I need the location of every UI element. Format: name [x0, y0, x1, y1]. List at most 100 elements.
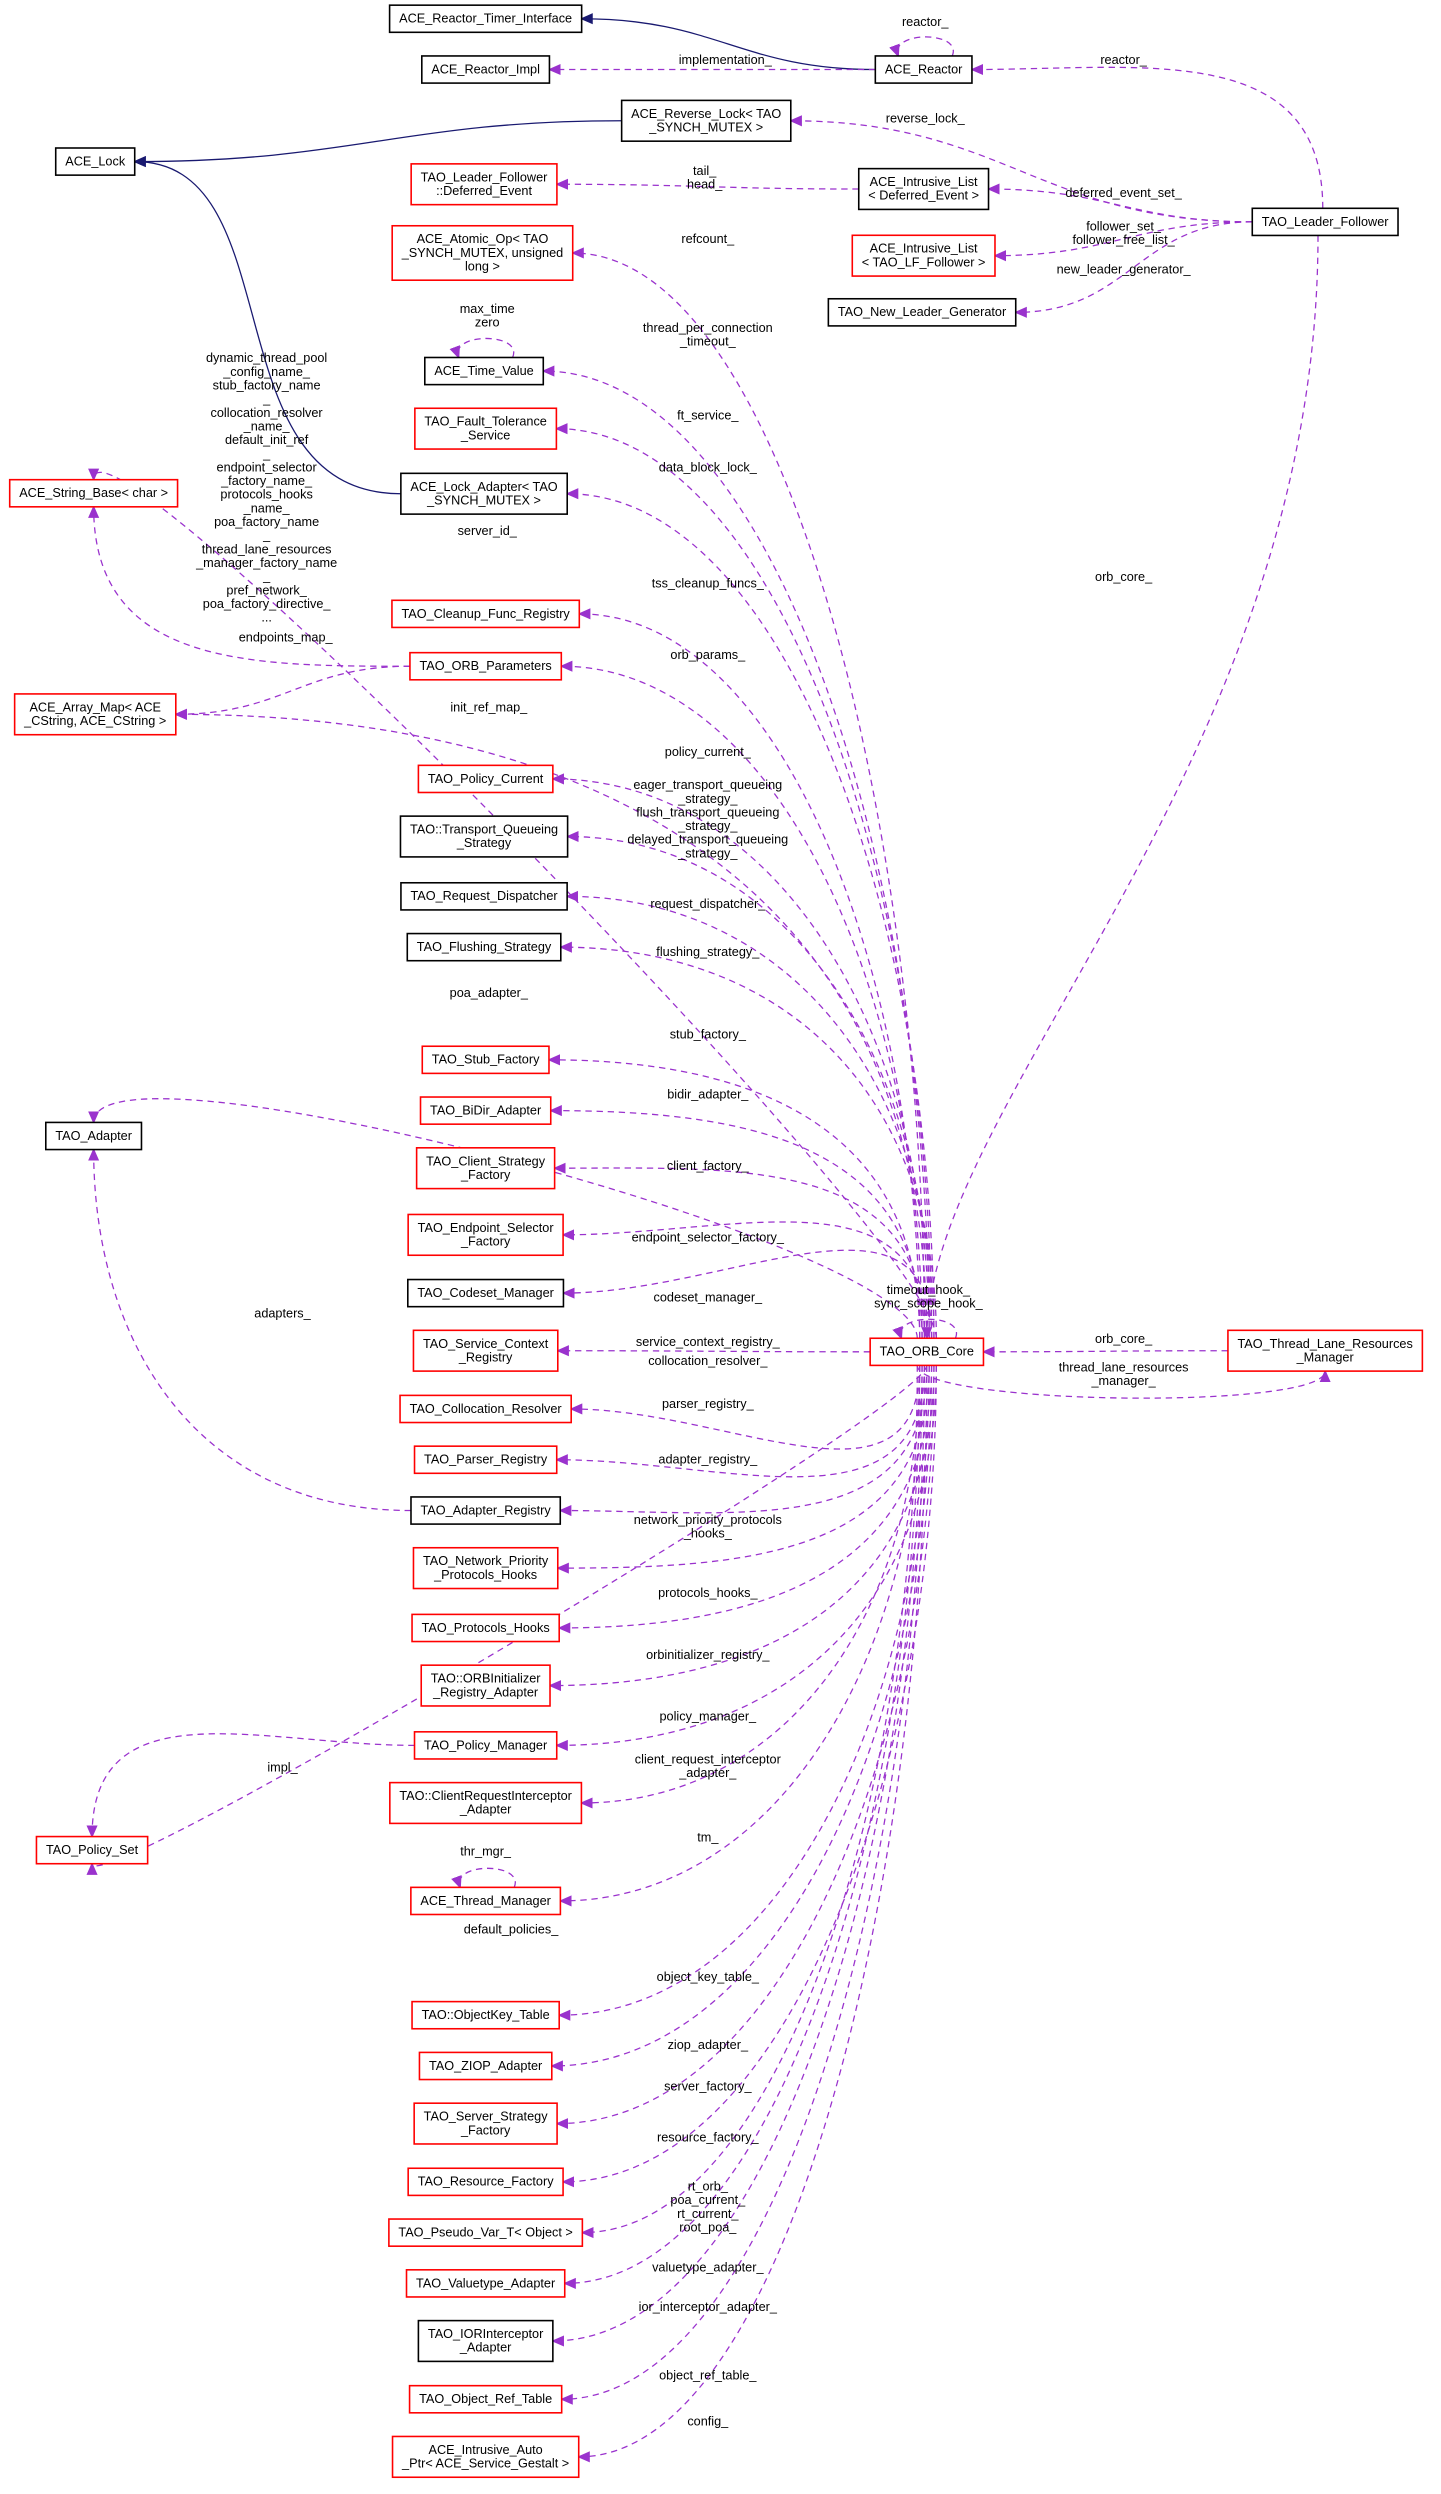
- class-name-line: TAO_Network_Priority: [423, 1554, 549, 1568]
- class-node-resourceFactory[interactable]: TAO_Resource_Factory: [407, 2167, 564, 2197]
- class-node-stringBase[interactable]: ACE_String_Base< char >: [8, 478, 179, 508]
- class-name-line: _Strategy: [456, 836, 512, 850]
- class-node-intrusiveAuto[interactable]: ACE_Intrusive_Auto_Ptr< ACE_Service_Gest…: [391, 2435, 580, 2479]
- class-node-endpointSel[interactable]: TAO_Endpoint_Selector_Factory: [407, 1213, 564, 1257]
- edge-label: _name_: [243, 501, 291, 515]
- class-node-flushing[interactable]: TAO_Flushing_Strategy: [406, 932, 562, 962]
- class-name-line: ACE_Intrusive_List: [870, 175, 978, 189]
- class-node-orbCore[interactable]: TAO_ORB_Core: [869, 1337, 985, 1367]
- edge-label: protocols_hooks: [220, 488, 312, 502]
- edge-label: thread_per_connection: [643, 321, 773, 335]
- class-node-reactorImpl[interactable]: ACE_Reactor_Impl: [421, 55, 551, 84]
- edge-label: _strategy_: [677, 819, 738, 833]
- class-node-clientStrat[interactable]: TAO_Client_Strategy_Factory: [415, 1147, 556, 1190]
- class-node-stubFactory[interactable]: TAO_Stub_Factory: [421, 1045, 550, 1075]
- class-node-deferredEvent[interactable]: TAO_Leader_Follower::Deferred_Event: [410, 163, 558, 206]
- edge-label: tm_: [697, 1830, 719, 1844]
- class-node-serviceCtx[interactable]: TAO_Service_Context_Registry: [412, 1329, 559, 1372]
- edge-label: head_: [687, 178, 723, 192]
- class-name-line: ACE_Reactor: [885, 62, 963, 76]
- edge-label: thread_lane_resources: [202, 542, 332, 556]
- edge-label: _name_: [243, 419, 291, 433]
- class-node-reverseLock[interactable]: ACE_Reverse_Lock< TAO_SYNCH_MUTEX >: [620, 99, 792, 142]
- class-name-line: _SYNCH_MUTEX >: [426, 493, 541, 507]
- class-node-bidir[interactable]: TAO_BiDir_Adapter: [419, 1096, 552, 1125]
- class-name-line: ACE_Thread_Manager: [420, 1894, 551, 1908]
- class-name-line: TAO_Client_Strategy: [426, 1154, 546, 1168]
- class-node-reactor[interactable]: ACE_Reactor: [874, 55, 973, 84]
- class-node-policySet[interactable]: TAO_Policy_Set: [35, 1835, 149, 1865]
- class-node-protocolsHooks[interactable]: TAO_Protocols_Hooks: [411, 1613, 560, 1643]
- class-node-taoAdapter[interactable]: TAO_Adapter: [44, 1121, 143, 1151]
- class-node-timerIf[interactable]: ACE_Reactor_Timer_Interface: [388, 4, 583, 34]
- edge-label: endpoints_map_: [239, 631, 334, 645]
- class-name-line: TAO_ORB_Core: [880, 1345, 974, 1359]
- class-node-newLeaderGen[interactable]: TAO_New_Leader_Generator: [827, 297, 1017, 327]
- class-node-networkPrio[interactable]: TAO_Network_Priority_Protocols_Hooks: [412, 1546, 559, 1590]
- class-node-valuetype[interactable]: TAO_Valuetype_Adapter: [405, 2269, 566, 2298]
- edge-label: _: [262, 392, 271, 406]
- class-box: [35, 1835, 149, 1865]
- class-name-line: TAO::ORBInitializer: [431, 1672, 542, 1686]
- class-node-aceLock[interactable]: ACE_Lock: [54, 147, 136, 176]
- class-node-tlrm[interactable]: TAO_Thread_Lane_Resources_Manager: [1227, 1329, 1424, 1372]
- class-name-line: TAO_Policy_Current: [428, 772, 544, 786]
- edge-label: root_poa_: [679, 2220, 737, 2234]
- member-edge-orbCore-to-requestDisp: [565, 890, 935, 1339]
- edge-label: rt_current_: [677, 2207, 739, 2221]
- member-edge-tlrm-to-orbCore: [981, 1346, 1228, 1358]
- class-node-ziop[interactable]: TAO_ZIOP_Adapter: [418, 2051, 553, 2081]
- edge-label: poa_factory_directive_: [203, 597, 332, 611]
- class-box: [411, 1613, 560, 1643]
- class-name-line: TAO_Service_Context: [423, 1337, 549, 1351]
- member-edge-orbCore-to-pseudoVar: [580, 1365, 918, 2239]
- member-edge-orbCore-to-flushing: [559, 941, 937, 1339]
- class-node-collocation[interactable]: TAO_Collocation_Resolver: [399, 1394, 572, 1424]
- class-node-adapterReg[interactable]: TAO_Adapter_Registry: [410, 1496, 562, 1525]
- class-node-faultTol[interactable]: TAO_Fault_Tolerance_Service: [414, 407, 558, 450]
- class-node-serverStrat[interactable]: TAO_Server_Strategy_Factory: [413, 2102, 558, 2145]
- edge-label: tail_: [693, 164, 717, 178]
- class-node-clientReqInt[interactable]: TAO::ClientRequestInterceptor_Adapter: [389, 1781, 583, 1825]
- class-box: [410, 1886, 562, 1916]
- edge-label: delayed_transport_queueing: [627, 833, 788, 847]
- class-node-objectRefTable[interactable]: TAO_Object_Ref_Table: [408, 2384, 563, 2414]
- class-node-arrayMap[interactable]: ACE_Array_Map< ACE_CString, ACE_CString …: [13, 693, 177, 736]
- edge-label: new_leader_generator_: [1057, 262, 1192, 276]
- class-node-objectKey[interactable]: TAO::ObjectKey_Table: [411, 2000, 560, 2030]
- class-node-timeValue[interactable]: ACE_Time_Value: [424, 356, 545, 386]
- class-node-transportQ[interactable]: TAO::Transport_Queueing_Strategy: [399, 815, 569, 858]
- member-edge-orbCore-to-clientStrat: [553, 1162, 926, 1339]
- class-node-threadMgr[interactable]: ACE_Thread_Manager: [410, 1886, 562, 1916]
- edge-label: resource_factory_: [657, 2130, 759, 2144]
- class-box: [410, 1496, 562, 1525]
- class-node-atomicOp[interactable]: ACE_Atomic_Op< TAO_SYNCH_MUTEX, unsigned…: [391, 224, 574, 281]
- class-node-parser[interactable]: TAO_Parser_Registry: [413, 1445, 558, 1475]
- class-node-intrusiveDeferred[interactable]: ACE_Intrusive_List< Deferred_Event >: [857, 167, 990, 211]
- class-node-iorInt[interactable]: TAO_IORInterceptor_Adapter: [417, 2319, 554, 2363]
- class-name-line: TAO_Valuetype_Adapter: [416, 2276, 556, 2290]
- class-box: [413, 1445, 558, 1475]
- member-edge-leaderFollower-to-intrusiveDeferred: [986, 183, 1253, 223]
- class-node-codeset[interactable]: TAO_Codeset_Manager: [407, 1278, 565, 1308]
- class-name-line: TAO_Adapter_Registry: [421, 1503, 552, 1517]
- class-node-policyCurrent[interactable]: TAO_Policy_Current: [417, 764, 554, 794]
- class-node-orbParams[interactable]: TAO_ORB_Parameters: [409, 651, 563, 681]
- class-node-pseudoVar[interactable]: TAO_Pseudo_Var_T< Object >: [388, 2218, 584, 2247]
- class-node-leaderFollower[interactable]: TAO_Leader_Follower: [1251, 207, 1399, 237]
- class-node-cleanup[interactable]: TAO_Cleanup_Func_Registry: [391, 599, 581, 629]
- class-name-line: _Registry: [458, 1350, 513, 1364]
- edge-label: object_key_table_: [657, 1970, 760, 1984]
- class-node-requestDisp[interactable]: TAO_Request_Dispatcher: [400, 881, 568, 911]
- class-box: [399, 1394, 572, 1424]
- class-box: [620, 99, 792, 142]
- class-name-line: _Manager: [1296, 1350, 1355, 1364]
- edge-label: config_: [687, 2414, 729, 2428]
- class-node-orbInit[interactable]: TAO::ORBInitializer_Registry_Adapter: [420, 1664, 551, 1707]
- class-node-lockAdapter[interactable]: ACE_Lock_Adapter< TAO_SYNCH_MUTEX >: [400, 472, 569, 515]
- member-edge-orbCore-to-clientReqInt: [579, 1365, 921, 1809]
- member-edge-orbCore-to-tlrm: [916, 1365, 1331, 1399]
- class-node-intrusiveFollower[interactable]: ACE_Intrusive_List< TAO_LF_Follower >: [851, 234, 996, 277]
- inheritance-edge-lockAdapter-to-aceLock: [133, 156, 401, 495]
- class-node-policyMgr[interactable]: TAO_Policy_Manager: [413, 1731, 558, 1760]
